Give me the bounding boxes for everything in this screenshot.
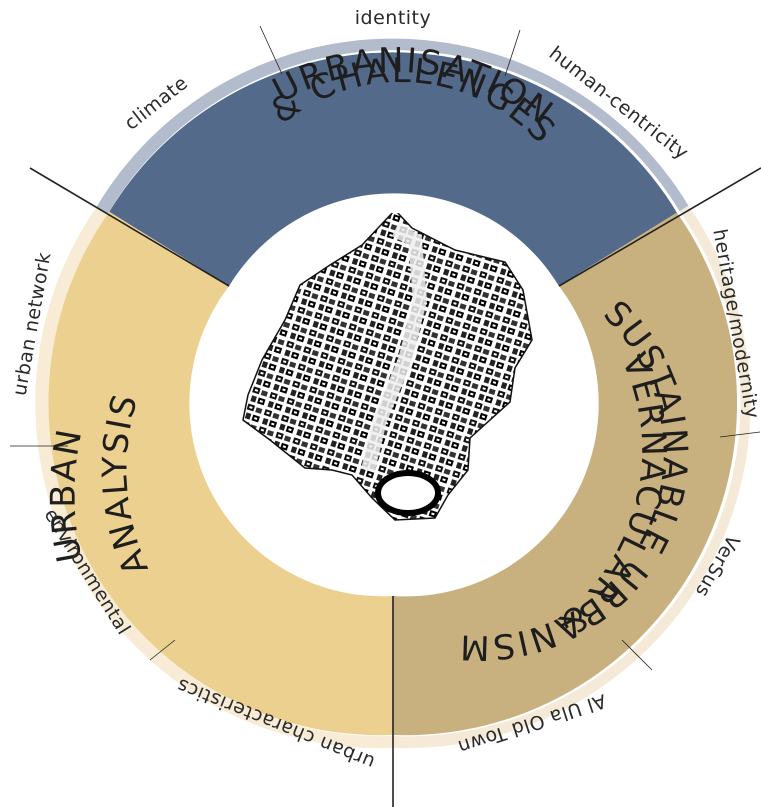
aerial-map-image	[242, 213, 533, 521]
urban-title-line1: URBAN	[44, 425, 91, 566]
outer-band	[35, 38, 751, 749]
band-urbanisation	[96, 38, 689, 214]
segment-urban	[48, 211, 393, 736]
band-vernacular	[393, 205, 751, 749]
wheel-segments	[48, 52, 738, 736]
segment-urbanisation	[109, 52, 677, 286]
center-map	[200, 210, 586, 596]
keyword-identity: identity	[355, 7, 432, 29]
segment-vernacular	[393, 212, 738, 736]
dividers	[10, 25, 761, 807]
band-urban	[35, 207, 393, 749]
